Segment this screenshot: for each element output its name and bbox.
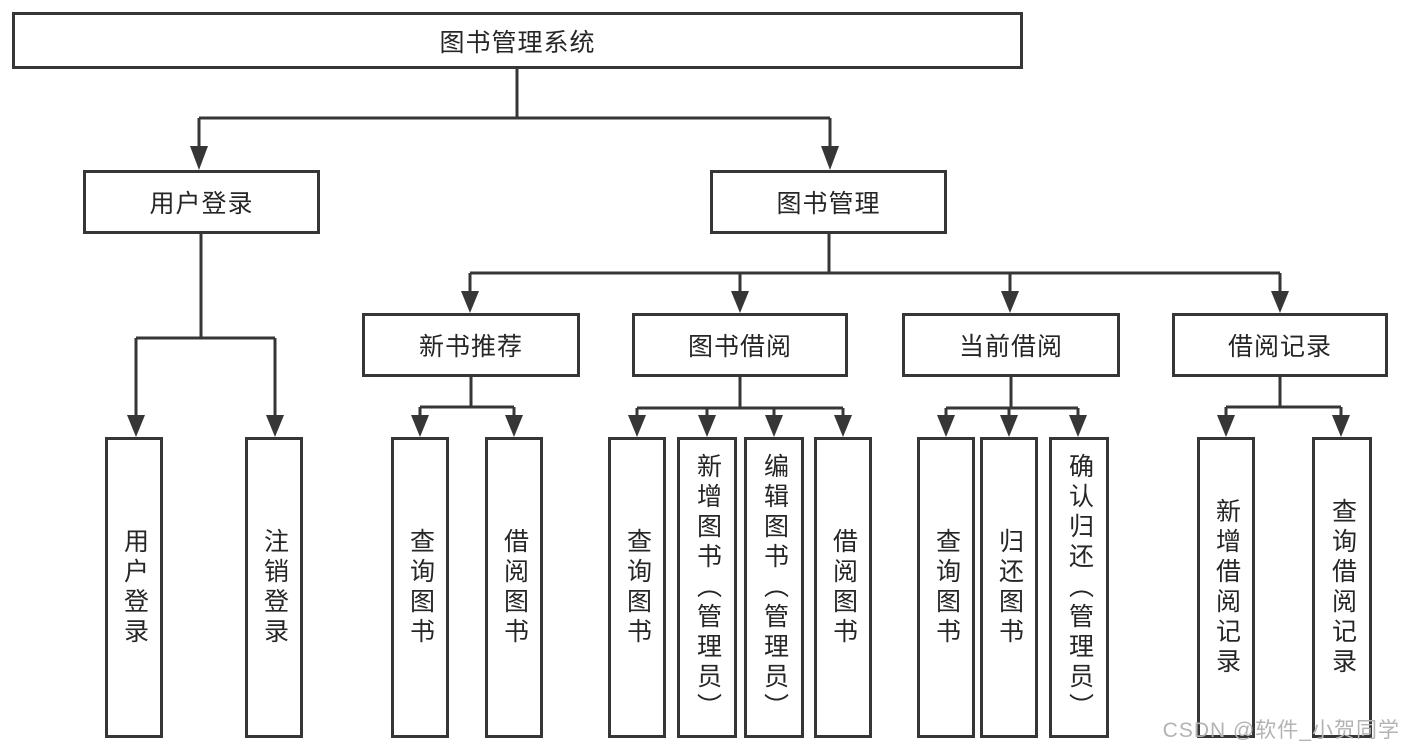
- leaf-query-books: 查询图书: [608, 437, 666, 738]
- arrowhead-icon: [628, 415, 646, 437]
- node-label: 借阅图书: [500, 527, 529, 648]
- node-label: 归还图书: [995, 527, 1024, 648]
- node-label: 图书管理: [776, 190, 881, 218]
- arrowhead-icon: [461, 291, 479, 313]
- leaf-edit-book-admin: 编辑图书（管理员）: [744, 437, 804, 738]
- node-label: 借阅记录: [1227, 333, 1332, 361]
- leaf-query-books: 查询图书: [391, 437, 449, 738]
- arrowhead-icon: [1271, 291, 1289, 313]
- leaf-confirm-return-admin: 确认归还（管理员）: [1049, 437, 1109, 738]
- node-label: 用户登录: [149, 190, 254, 218]
- arrowhead-icon: [190, 146, 208, 170]
- leaf-add-book-admin: 新增图书（管理员）: [677, 437, 737, 738]
- arrowhead-icon: [765, 415, 783, 437]
- arrowhead-icon: [834, 415, 852, 437]
- node-borrowing-records: 借阅记录: [1172, 313, 1388, 377]
- node-current-borrowing: 当前借阅: [902, 313, 1120, 377]
- node-label: 新增借阅记录: [1212, 497, 1241, 678]
- node-label: 当前借阅: [958, 333, 1063, 361]
- node-label: 新书推荐: [418, 333, 523, 361]
- node-book-borrowing: 图书借阅: [632, 313, 848, 377]
- node-library-system: 图书管理系统: [12, 12, 1023, 69]
- arrowhead-icon: [937, 415, 955, 437]
- node-label: 确认归还（管理员）: [1065, 452, 1094, 723]
- arrowhead-icon: [411, 415, 429, 437]
- node-label: 查询图书: [932, 527, 961, 648]
- arrowhead-icon: [698, 415, 716, 437]
- arrowhead-icon: [505, 415, 523, 437]
- leaf-add-borrow-record: 新增借阅记录: [1197, 437, 1255, 738]
- node-label: 编辑图书（管理员）: [760, 452, 789, 723]
- leaf-user-login: 用户登录: [105, 437, 163, 738]
- node-label: 查询借阅记录: [1328, 497, 1357, 678]
- connector-path: [134, 69, 1343, 419]
- arrowhead-icon: [1001, 291, 1019, 313]
- node-label: 图书借阅: [687, 333, 792, 361]
- node-label: 注销登录: [260, 527, 289, 648]
- arrowhead-icon: [266, 415, 284, 437]
- leaf-query-borrow-record: 查询借阅记录: [1312, 437, 1372, 738]
- node-label: 用户登录: [120, 527, 149, 648]
- node-label: 查询图书: [406, 527, 435, 648]
- node-new-book-recommend: 新书推荐: [362, 313, 580, 377]
- arrowhead-icon: [1000, 415, 1018, 437]
- leaf-logout: 注销登录: [245, 437, 303, 738]
- arrowhead-icon: [1217, 415, 1235, 437]
- arrowhead-icon: [1069, 415, 1087, 437]
- leaf-borrow-books: 借阅图书: [485, 437, 543, 738]
- node-label: 借阅图书: [829, 527, 858, 648]
- node-label: 查询图书: [623, 527, 652, 648]
- node-user-login: 用户登录: [83, 170, 320, 234]
- leaf-return-book: 归还图书: [980, 437, 1038, 738]
- leaf-query-books: 查询图书: [917, 437, 975, 738]
- arrowhead-icon: [821, 146, 839, 170]
- arrowhead-icon: [1332, 415, 1350, 437]
- node-label: 图书管理系统: [439, 28, 596, 57]
- watermark-text: CSDN @软件_小贺同学: [1162, 719, 1400, 742]
- node-label: 新增图书（管理员）: [693, 452, 722, 723]
- arrowhead-icon: [731, 291, 749, 313]
- node-book-management: 图书管理: [710, 170, 947, 234]
- leaf-borrow-books: 借阅图书: [814, 437, 872, 738]
- arrowhead-icon: [127, 415, 145, 437]
